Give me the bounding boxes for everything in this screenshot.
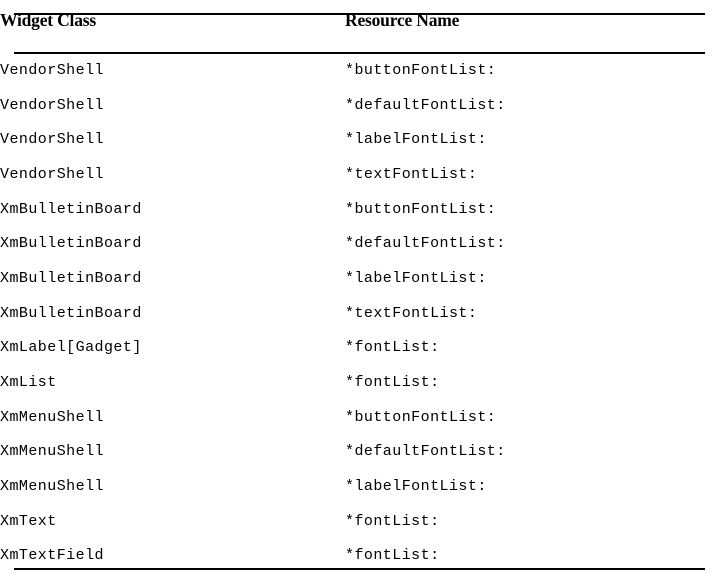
table-row: XmTextField *fontList: [0, 539, 720, 574]
table-row: XmMenuShell *buttonFontList: [0, 400, 720, 435]
cell-resource-name: *textFontList: [345, 304, 478, 322]
column-header-widget-class: Widget Class [0, 10, 96, 30]
cell-resource-name: *fontList: [345, 512, 440, 530]
cell-widget-class: XmText [0, 512, 57, 530]
table-body: VendorShell *buttonFontList: VendorShell *d… [0, 39, 720, 573]
cell-resource-name: *defaultFontList: [345, 443, 506, 461]
table-row: XmBulletinBoard *defaultFontList: [0, 226, 720, 261]
cell-resource-name: *buttonFontList: [345, 200, 497, 218]
spacer-cell-right [345, 39, 720, 53]
cell-widget-class: XmBulletinBoard [0, 304, 142, 322]
cell-resource-name: *fontList: [345, 339, 440, 357]
table-row: XmList *fontList: [0, 365, 720, 400]
table-row: XmLabel[Gadget] *fontList: [0, 331, 720, 366]
table-header-rule [14, 52, 705, 54]
cell-widget-class: XmBulletinBoard [0, 200, 142, 218]
cell-resource-name: *labelFontList: [345, 478, 487, 496]
cell-resource-name: *buttonFontList: [345, 408, 497, 426]
cell-widget-class: VendorShell [0, 96, 104, 114]
cell-resource-name: *fontList: [345, 374, 440, 392]
table-top-rule [14, 13, 705, 15]
table-row: XmMenuShell *defaultFontList: [0, 435, 720, 470]
cell-resource-name: *labelFontList: [345, 269, 487, 287]
table-row: XmBulletinBoard *textFontList: [0, 296, 720, 331]
table-row: VendorShell *labelFontList: [0, 122, 720, 157]
table-row: VendorShell *textFontList: [0, 157, 720, 192]
table-row: VendorShell *buttonFontList: [0, 53, 720, 88]
cell-widget-class: VendorShell [0, 61, 104, 79]
cell-widget-class: VendorShell [0, 165, 104, 183]
cell-widget-class: XmBulletinBoard [0, 269, 142, 287]
table-bottom-rule [14, 568, 705, 570]
cell-widget-class: XmMenuShell [0, 408, 104, 426]
cell-resource-name: *labelFontList: [345, 131, 487, 149]
spacer-cell-left [0, 39, 345, 53]
table-header-row: Widget Class Resource Name [0, 0, 720, 39]
cell-widget-class: XmTextField [0, 547, 104, 565]
table-row: XmBulletinBoard *labelFontList: [0, 261, 720, 296]
cell-widget-class: XmBulletinBoard [0, 235, 142, 253]
cell-widget-class: XmList [0, 374, 57, 392]
table-row: XmMenuShell *labelFontList: [0, 469, 720, 504]
cell-widget-class: XmLabel[Gadget] [0, 339, 142, 357]
cell-resource-name: *defaultFontList: [345, 96, 506, 114]
header-gap-spacer [0, 39, 720, 53]
column-header-resource-name: Resource Name [345, 10, 460, 30]
cell-resource-name: *buttonFontList: [345, 61, 497, 79]
cell-widget-class: VendorShell [0, 131, 104, 149]
table-row: XmText *fontList: [0, 504, 720, 539]
table-head: Widget Class Resource Name [0, 0, 720, 39]
table-row: VendorShell *defaultFontList: [0, 88, 720, 123]
table-row: XmBulletinBoard *buttonFontList: [0, 192, 720, 227]
cell-resource-name: *fontList: [345, 547, 440, 565]
cell-widget-class: XmMenuShell [0, 478, 104, 496]
cell-resource-name: *defaultFontList: [345, 235, 506, 253]
cell-widget-class: XmMenuShell [0, 443, 104, 461]
cell-resource-name: *textFontList: [345, 165, 478, 183]
